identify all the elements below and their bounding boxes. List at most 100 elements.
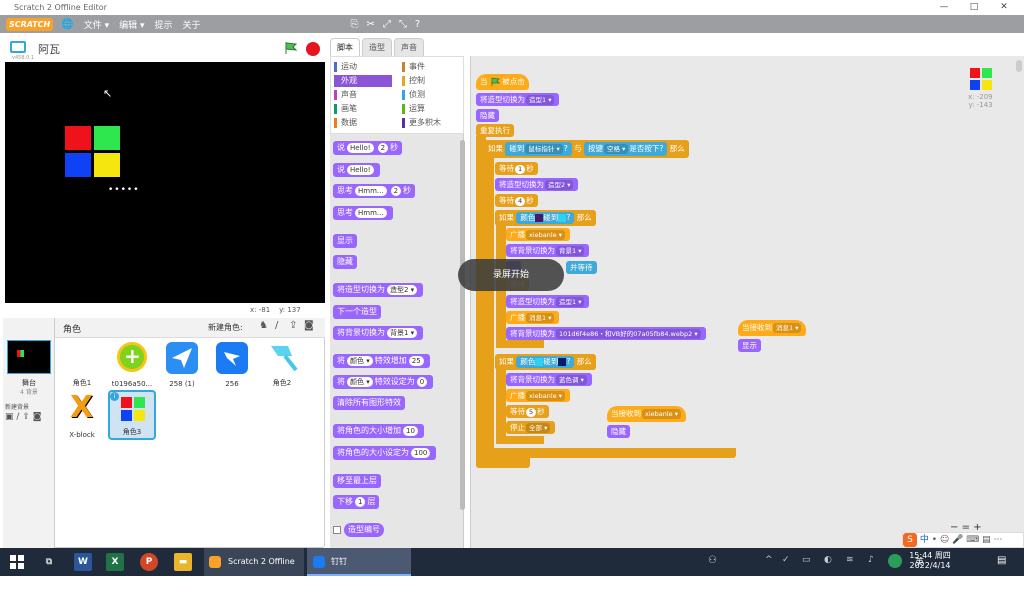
color-swatch[interactable]: [558, 214, 567, 222]
network-icon[interactable]: ▭: [802, 555, 811, 565]
taskbar-app-scratch[interactable]: Scratch 2 Offline ...: [204, 548, 304, 594]
color-swatch[interactable]: [535, 358, 544, 366]
costume-number-checkbox[interactable]: [333, 526, 341, 534]
grow-icon[interactable]: ⤢: [382, 18, 391, 30]
broadcast-message1-block[interactable]: 广播消息1 ▾: [506, 311, 560, 324]
delete-icon[interactable]: ✂: [366, 18, 375, 30]
security-icon[interactable]: ✓: [782, 555, 790, 565]
speaker-icon[interactable]: ♪: [868, 555, 874, 565]
palette-switch-costume[interactable]: 将造型切换为造型2 ▾: [333, 283, 424, 297]
palette-costume-number[interactable]: 造型编号: [344, 523, 384, 537]
wifi-icon[interactable]: ≋: [846, 555, 854, 565]
ime-lang[interactable]: 中: [919, 535, 929, 545]
switch-costume-1b-block[interactable]: 将造型切换为造型1 ▾: [506, 295, 590, 308]
sprite-tile[interactable]: 258 (1): [158, 339, 206, 389]
category-item[interactable]: 画笔: [334, 103, 392, 115]
category-item[interactable]: 运动: [334, 61, 392, 73]
sogou-logo-icon[interactable]: S: [903, 533, 917, 547]
color-touching-condition[interactable]: 颜色碰到?: [516, 356, 575, 368]
info-icon[interactable]: i: [110, 392, 119, 401]
ime-indicator[interactable]: 英: [915, 558, 925, 568]
palette-next-costume[interactable]: 下一个造型: [333, 305, 381, 319]
category-item[interactable]: 控制: [402, 75, 460, 87]
tab-costumes[interactable]: 造型: [362, 38, 392, 56]
file-explorer-icon[interactable]: ▬: [174, 553, 192, 571]
and-wait-fragment[interactable]: 并等待: [566, 261, 597, 274]
zoom-out-button[interactable]: −: [950, 522, 959, 533]
palette-show[interactable]: 显示: [333, 234, 357, 248]
key-pressed-condition[interactable]: 按键空格 ▾是否按下?: [584, 142, 668, 156]
palette-switch-backdrop[interactable]: 将背景切换为背景1 ▾: [333, 326, 424, 340]
zoom-reset-button[interactable]: =: [961, 522, 970, 533]
menu-file[interactable]: 文件 ▾: [83, 20, 110, 31]
stage-thumbnail-panel[interactable]: 舞台 4 背景 新建背景 ▣ / ⇪ ◙: [3, 318, 55, 548]
people-icon[interactable]: ⚇: [708, 555, 717, 566]
tab-scripts[interactable]: 脚本: [330, 38, 360, 56]
excel-icon[interactable]: X: [106, 553, 124, 571]
sprite-tile[interactable]: 256: [208, 339, 256, 389]
when-flag-clicked-block[interactable]: 当 被点击: [476, 74, 529, 90]
upload-sprite-icon[interactable]: ⇪: [289, 320, 298, 331]
sprite-tile-selected[interactable]: i 角色3: [108, 390, 156, 440]
show-hidden-icons[interactable]: ^: [765, 555, 773, 565]
upload-icon[interactable]: ⇪: [22, 412, 30, 422]
help-icon[interactable]: ?: [414, 18, 421, 30]
palette-hide[interactable]: 隐藏: [333, 255, 357, 269]
paint-sprite-icon[interactable]: /: [275, 320, 279, 331]
category-item[interactable]: 外观: [334, 75, 392, 87]
forever-block[interactable]: 重复执行: [476, 124, 514, 137]
hide-block-2[interactable]: 隐藏: [607, 425, 630, 438]
taskbar-clock[interactable]: 15:44 周四 2022/4/14: [909, 551, 951, 570]
show-block-2[interactable]: 显示: [738, 339, 761, 352]
category-item[interactable]: 运算: [402, 103, 460, 115]
switch-costume-2-block[interactable]: 将造型切换为造型2 ▾: [495, 178, 579, 191]
switch-costume-block[interactable]: 将造型切换为造型1 ▾: [476, 93, 560, 106]
switch-backdrop-block[interactable]: 将背景切换为背景1 ▾: [506, 244, 590, 257]
palette-clear-effects[interactable]: 清除所有图形特效: [333, 396, 405, 410]
sprite-tile[interactable]: 角色2: [258, 339, 306, 389]
if-color-touching-block[interactable]: 如果 颜色碰到? 那么: [495, 210, 596, 226]
stage-canvas[interactable]: ••••• ↖: [5, 62, 325, 303]
when-receive-message1-block[interactable]: 当接收到消息1 ▾: [738, 320, 807, 336]
green-app-icon[interactable]: [888, 554, 902, 568]
camera-sprite-icon[interactable]: ◙: [304, 320, 314, 331]
zoom-in-button[interactable]: +: [973, 522, 982, 533]
stop-all-block[interactable]: 停止全部 ▾: [506, 421, 556, 434]
color-swatch[interactable]: [535, 214, 544, 222]
tab-sounds[interactable]: 声音: [394, 38, 424, 56]
image-icon[interactable]: ▣: [5, 412, 14, 422]
if-touching-and-key-block[interactable]: 如果 碰到鼠标指针 ▾? 与 按键空格 ▾是否按下? 那么: [484, 140, 689, 158]
hide-block[interactable]: 隐藏: [476, 109, 499, 122]
stage-thumbnail[interactable]: [7, 340, 51, 374]
camera-icon[interactable]: ◙: [32, 412, 42, 422]
minimize-button[interactable]: —: [939, 2, 949, 12]
sprite-tile[interactable]: 角色1: [58, 339, 106, 389]
windows-start-icon[interactable]: [10, 555, 24, 569]
task-view-icon[interactable]: ⧉: [45, 557, 53, 567]
sprite-tile[interactable]: X X-block: [58, 390, 106, 440]
switch-backdrop-weather-block[interactable]: 将背景切换为蓝色调 ▾: [506, 373, 592, 386]
category-item[interactable]: 侦测: [402, 89, 460, 101]
sprite-library-icon[interactable]: ♞: [259, 320, 268, 331]
menu-tips[interactable]: 提示: [154, 20, 173, 31]
category-item[interactable]: 更多积木: [402, 117, 460, 129]
stop-icon[interactable]: [306, 42, 320, 56]
scratch-logo[interactable]: SCRATCH: [6, 17, 54, 31]
palette-go-front[interactable]: 移至最上层: [333, 474, 381, 488]
palette-scrollbar[interactable]: [460, 140, 465, 510]
taskbar-app-dingtalk[interactable]: 钉钉: [307, 548, 411, 576]
menu-edit[interactable]: 编辑 ▾: [119, 20, 145, 31]
category-item[interactable]: 声音: [334, 89, 392, 101]
